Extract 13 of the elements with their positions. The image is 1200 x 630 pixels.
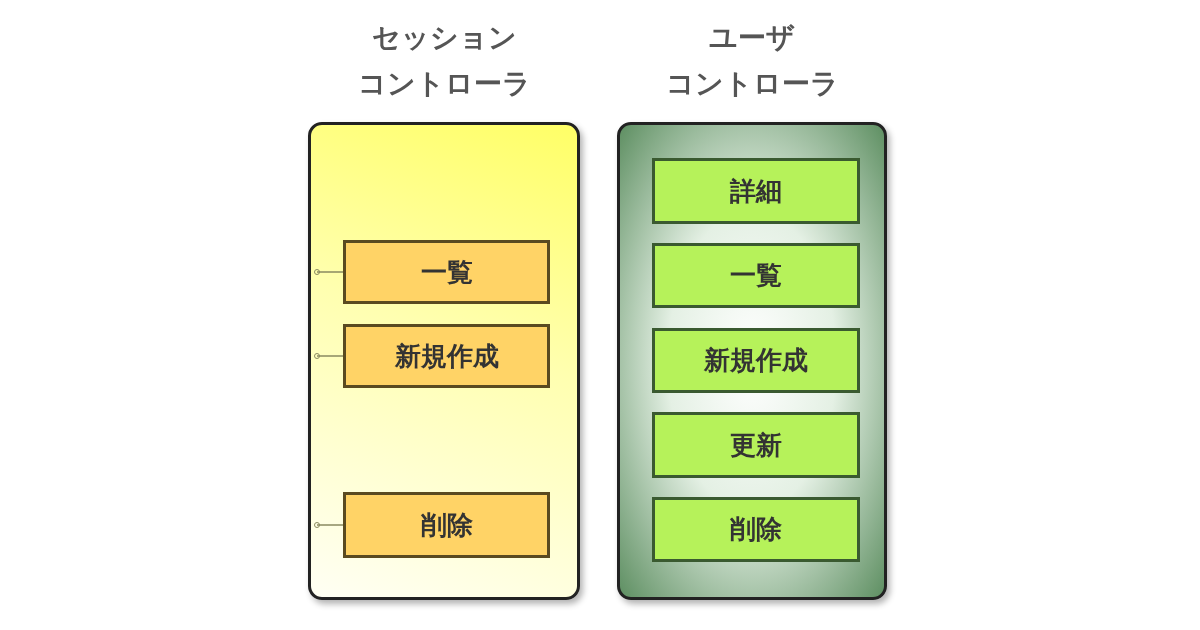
action-box: 削除 [343,492,550,558]
connector-stub [314,353,344,359]
connector-stub [314,522,344,528]
action-box: 詳細 [652,158,860,224]
action-box: 更新 [652,412,860,478]
action-box: 新規作成 [343,324,550,388]
connector-stub [314,269,344,275]
panel-heading: ユーザコントローラ [664,20,840,102]
action-box: 一覧 [343,240,550,304]
action-box: 一覧 [652,243,860,308]
action-box: 新規作成 [652,328,860,393]
action-box: 削除 [652,497,860,562]
panel-heading: セッションコントローラ [356,20,532,102]
